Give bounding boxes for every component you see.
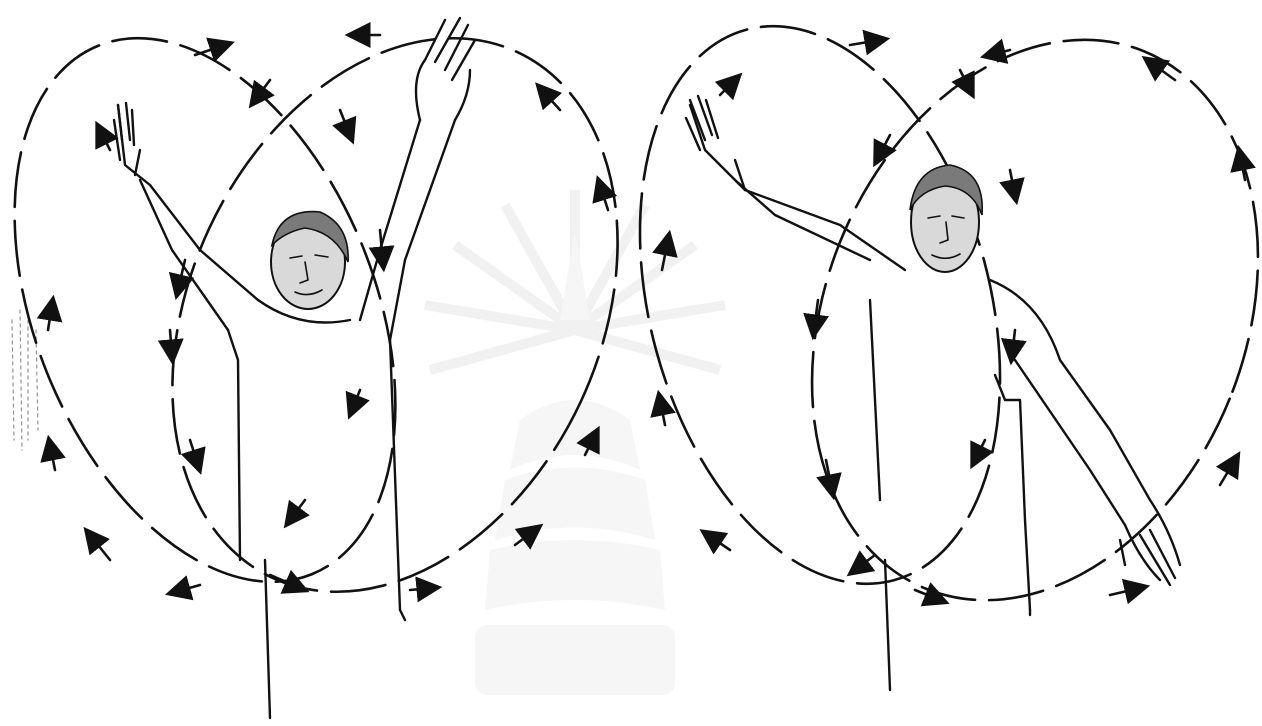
arrow-icon	[410, 588, 432, 590]
arrow-icon	[878, 135, 890, 158]
figure-left-person	[114, 18, 475, 718]
arrow-icon	[48, 305, 52, 330]
arrow-icon	[50, 445, 55, 470]
arrow-icon	[660, 400, 665, 425]
arrow-icon	[100, 130, 110, 150]
hand-icon	[114, 103, 140, 175]
scan-smudge	[12, 310, 38, 450]
arrow-icon	[170, 330, 172, 355]
hand-icon	[686, 96, 745, 190]
arrow-icon	[600, 185, 608, 210]
arrow-icon	[975, 440, 985, 460]
right-person-lowered-arm	[990, 280, 1150, 525]
arrow-icon	[290, 500, 305, 520]
arrow-icon	[708, 535, 730, 550]
panel-right	[582, 0, 1262, 690]
right-person-torso	[870, 300, 1030, 610]
arrow-icon	[352, 390, 360, 410]
arrow-icon	[1012, 330, 1015, 355]
arrow-icon	[340, 110, 350, 135]
arrow-icon	[195, 45, 225, 55]
right-person-raised-arm	[690, 105, 905, 270]
arrow-icon	[855, 555, 875, 570]
watermark-spire	[560, 230, 590, 320]
arrow-icon	[850, 40, 880, 45]
arrow-icon	[542, 90, 560, 110]
watermark-seal	[425, 190, 725, 695]
arrow-icon	[90, 535, 110, 560]
left-person-torso	[228, 300, 400, 610]
arrow-icon	[175, 585, 200, 592]
arrow-icon	[990, 50, 1010, 55]
arrow-icon	[190, 440, 198, 465]
arrow-icon	[1010, 170, 1015, 195]
arrow-icon	[720, 80, 735, 95]
arrow-icon	[1220, 460, 1235, 485]
left-person-raised-left-arm	[118, 105, 258, 330]
left-orbit-left-ellipse	[0, 0, 469, 638]
hand-icon	[416, 18, 475, 120]
panel-left	[0, 0, 703, 718]
figure-right-person	[686, 96, 1180, 690]
arrow-icon	[1110, 588, 1140, 595]
watermark-base	[475, 625, 675, 695]
